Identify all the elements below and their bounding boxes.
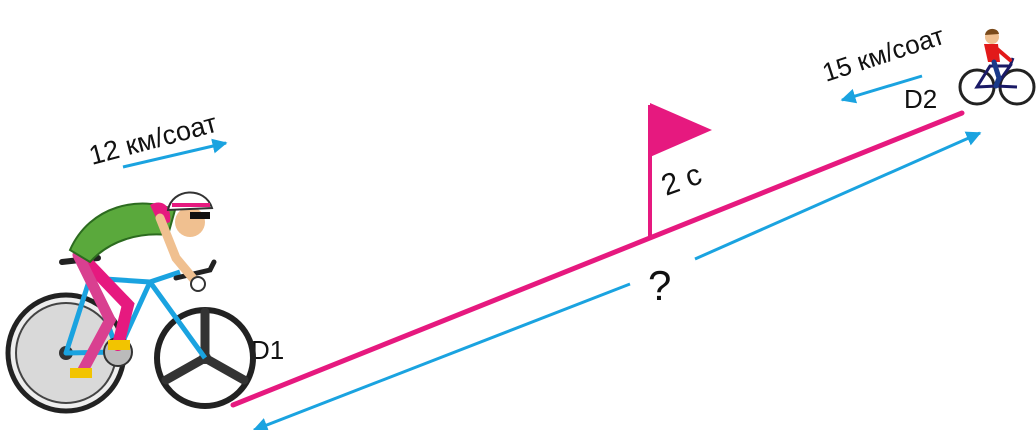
racing-cyclist-icon	[5, 191, 256, 414]
flag-icon	[648, 103, 712, 236]
unknown-distance-label: ?	[648, 262, 671, 309]
point-d2-label: D2	[904, 84, 937, 114]
point-d1-label: D1	[251, 335, 284, 365]
distance-arrow-lower	[252, 282, 631, 430]
meeting-time-label: 2 с	[657, 158, 706, 203]
boy-on-bicycle-icon	[958, 28, 1036, 106]
distance-arrow-upper	[694, 131, 982, 261]
right-direction-arrow	[840, 74, 923, 104]
left-direction-arrow	[122, 138, 228, 169]
road-line	[230, 110, 965, 408]
right-speed-label: 15 км/соат	[819, 20, 948, 88]
